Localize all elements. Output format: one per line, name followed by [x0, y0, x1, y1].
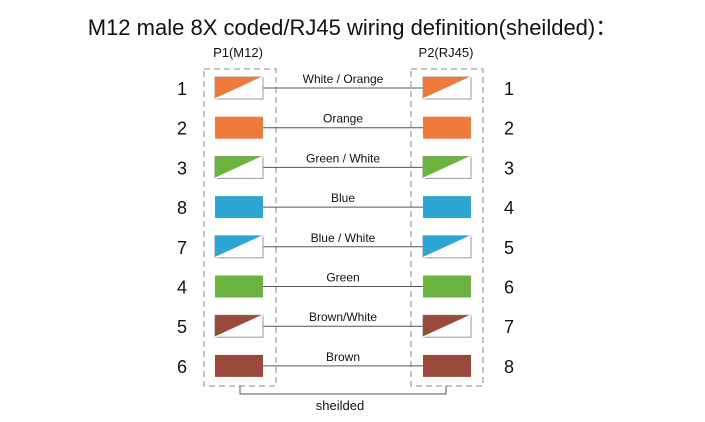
wire-label: Green / White [306, 151, 380, 165]
wire-row: Orange 2 2 [177, 112, 514, 139]
wire-label: Brown [326, 350, 360, 364]
left-pin-number: 6 [177, 357, 187, 377]
wire-row: Blue 8 4 [177, 191, 514, 219]
left-pin-swatch [214, 235, 264, 259]
wire-label: White / Orange [303, 72, 384, 86]
left-pin-swatch [215, 196, 263, 219]
left-pin-swatch [214, 76, 264, 100]
right-pin-number: 6 [504, 278, 514, 298]
shield-label: sheilded [316, 398, 364, 413]
right-pin-swatch [422, 76, 472, 100]
wire-label: Blue [331, 191, 355, 205]
left-connector-box [203, 68, 277, 387]
right-pin-number: 8 [504, 357, 514, 377]
right-connector-box [410, 68, 484, 387]
left-pin-number: 7 [177, 238, 187, 258]
wire-label: Blue / White [311, 231, 376, 245]
right-pin-number: 4 [504, 198, 514, 218]
wire-row: Green 4 6 [177, 271, 514, 298]
wire-row: White / Orange 1 1 [177, 72, 514, 100]
wire-label: Brown/White [309, 310, 377, 324]
right-pin-swatch [423, 196, 471, 219]
right-pin-swatch [423, 275, 471, 298]
right-pin-number: 2 [504, 119, 514, 139]
left-pin-swatch [215, 275, 263, 298]
wire-label: Orange [323, 112, 363, 126]
left-pin-swatch [215, 116, 263, 139]
right-pin-swatch [422, 314, 472, 338]
left-pin-swatch [215, 354, 263, 377]
left-pin-swatch [214, 314, 264, 338]
right-connector-label: P2(RJ45) [419, 45, 474, 60]
wire-row: Brown/White 5 7 [177, 310, 514, 338]
wire-row: Blue / White 7 5 [177, 231, 514, 259]
right-pin-number: 3 [504, 158, 514, 178]
wire-label: Green [326, 271, 359, 285]
diagram-title: M12 male 8X coded/RJ45 wiring definition… [87, 15, 618, 40]
left-pin-number: 3 [177, 158, 187, 178]
left-pin-swatch [214, 155, 264, 180]
left-pin-number: 2 [177, 119, 187, 139]
left-pin-number: 4 [177, 278, 187, 298]
right-pin-number: 7 [504, 317, 514, 337]
right-pin-number: 5 [504, 238, 514, 258]
wire-row: Green / White 3 3 [177, 151, 514, 180]
left-pin-number: 8 [177, 198, 187, 218]
right-pin-number: 1 [504, 79, 514, 99]
left-pin-number: 5 [177, 317, 187, 337]
right-pin-swatch [423, 354, 471, 377]
wire-row: Brown 6 8 [177, 350, 514, 377]
right-pin-swatch [422, 155, 472, 180]
right-pin-swatch [422, 235, 472, 259]
left-connector-label: P1(M12) [213, 45, 263, 60]
left-pin-number: 1 [177, 79, 187, 99]
shield-line [239, 386, 447, 395]
right-pin-swatch [423, 116, 471, 139]
